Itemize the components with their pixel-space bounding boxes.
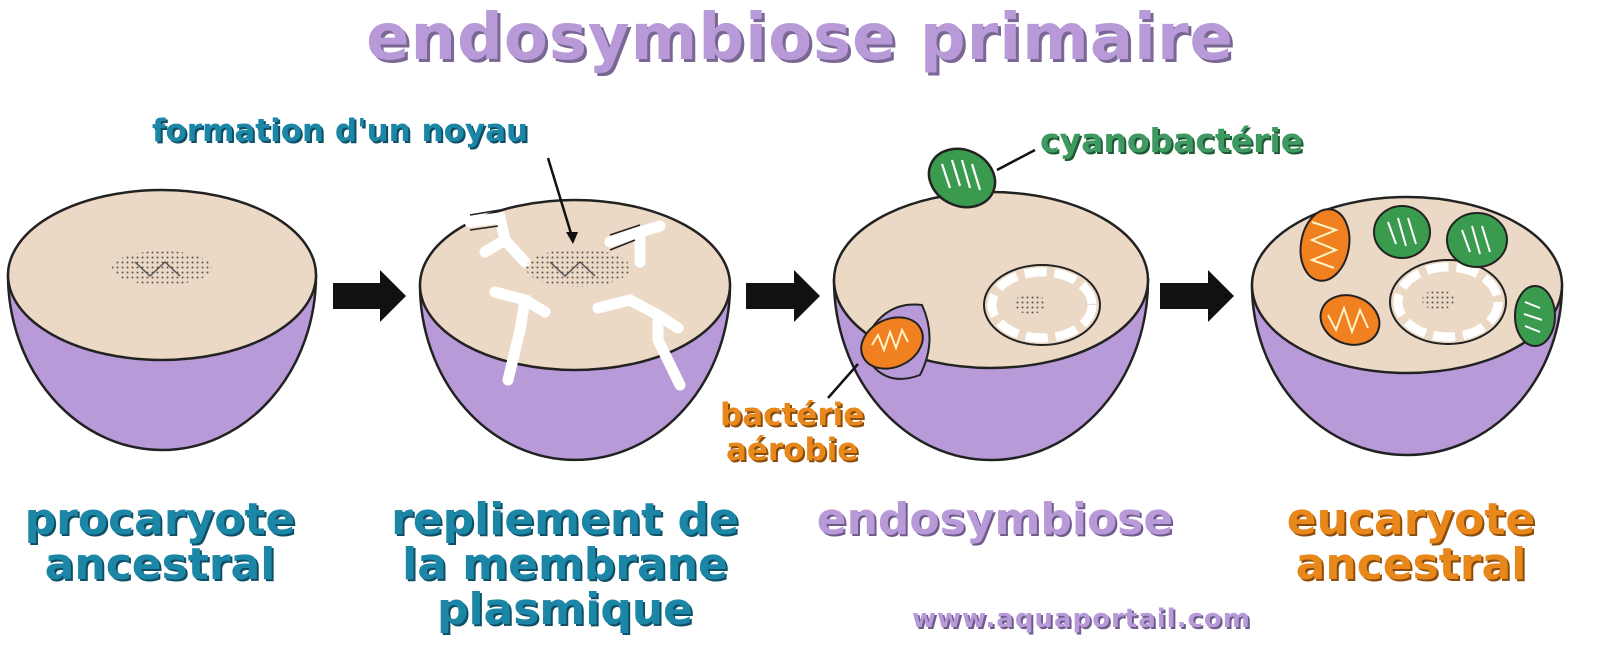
caption-stage-3: endosymbiose xyxy=(800,494,1190,545)
cell-prokaryote xyxy=(6,188,318,452)
nucleoid-dna xyxy=(112,251,212,285)
membrane-folds xyxy=(464,211,686,391)
cell-endosymbiosis xyxy=(827,147,1150,462)
chloroplast xyxy=(1373,205,1431,259)
cell-eukaryote xyxy=(1250,195,1564,457)
pointer-line xyxy=(996,148,1036,172)
nucleus xyxy=(1389,259,1507,345)
cyanobacterium xyxy=(927,147,997,209)
arrow-icon xyxy=(746,270,820,322)
caption-line: ancestral xyxy=(44,538,276,590)
caption-stage-4: eucaryote ancestral xyxy=(1252,494,1570,590)
label-aerobic-line2: aérobie xyxy=(725,431,859,468)
nucleus xyxy=(983,264,1101,346)
mitochondrion xyxy=(1299,208,1351,282)
nucleoid-dna xyxy=(526,249,630,287)
diagram-title: endosymbiose primaire xyxy=(366,1,1234,75)
caption-line: endosymbiose xyxy=(816,494,1174,545)
arrow-icon xyxy=(1160,270,1234,322)
label-aerobic-line1: bactérie xyxy=(720,397,865,433)
caption-stage-1: procaryote ancestral xyxy=(10,494,310,590)
arrow-icon xyxy=(333,270,406,322)
caption-line: plasmique xyxy=(436,583,694,635)
chloroplast xyxy=(1446,212,1508,268)
label-aerobic-bacterium: bactérie aérobie xyxy=(720,398,864,467)
chloroplast xyxy=(1514,285,1556,347)
label-nucleus-formation: formation d'un noyau xyxy=(152,113,529,149)
caption-line: la membrane xyxy=(402,538,728,590)
mitochondrion xyxy=(1319,294,1381,346)
website-url: www.aquaportail.com xyxy=(912,604,1251,634)
caption-line: repliement de xyxy=(391,494,739,545)
caption-stage-2: repliement de la membrane plasmique xyxy=(370,494,760,635)
caption-line: ancestral xyxy=(1295,538,1527,590)
aerobic-bacterium xyxy=(860,316,924,370)
pointer-line xyxy=(827,363,859,399)
label-cyanobacteria: cyanobactérie xyxy=(1040,121,1304,160)
pointer-line xyxy=(546,157,575,241)
cell-membrane-folding xyxy=(418,157,732,462)
caption-line: procaryote xyxy=(24,494,296,545)
caption-line: eucaryote xyxy=(1286,494,1536,545)
